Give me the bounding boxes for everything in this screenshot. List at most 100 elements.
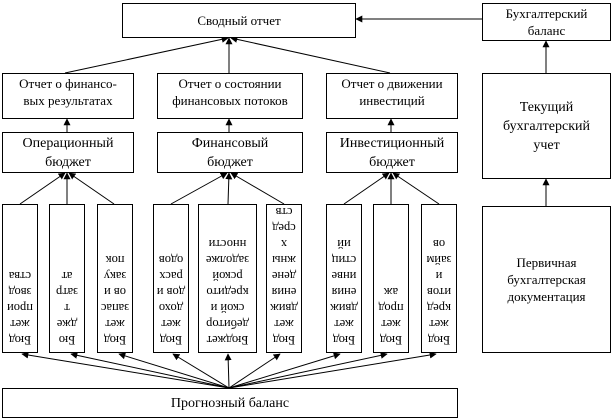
sub-budget-line: дохо (158, 301, 184, 315)
sub-budget-line: кредито (206, 285, 249, 299)
sub-budget-line: Бюд (103, 333, 127, 347)
sub-budget-line: инве (331, 269, 357, 283)
sub-budget-line: Бюд (272, 333, 296, 347)
sub-budget-line: жет (381, 317, 401, 331)
forecast-balance-label: Прогнозный баланс (170, 395, 290, 411)
cost-budget-box: Бю дже т затр ат (49, 204, 85, 353)
sub-budget-line: задолже (205, 253, 250, 267)
sub-budget-line: расх (159, 269, 183, 283)
arrow-sub7-to-invbudget (343, 172, 390, 205)
report-cash-flows-box: Отчет о состоянии финансовых потоков (157, 73, 303, 119)
sub-budget-line: и (435, 269, 443, 283)
sub-budget-line: прои (7, 301, 33, 315)
report-line: Отчет о движении (341, 76, 443, 91)
accounting-balance-line: Бухгалтерский (505, 6, 588, 21)
sub-budget-line: Бюджет (206, 333, 249, 347)
arrow-forecast-to-sub2 (70, 351, 230, 389)
sub-budget-line: сред (272, 221, 296, 235)
sub-budget-line: запас (100, 301, 130, 315)
arrow-forecast-to-sub8 (228, 351, 388, 389)
arrow-forecast-to-sub9 (228, 351, 437, 389)
sub-budget-line: Бюд (159, 333, 183, 347)
current-accounting-line: учет (533, 137, 560, 153)
sub-budget-line: нности (208, 237, 247, 251)
sub-budget-line: Бюд (332, 333, 356, 347)
sub-budget-line: стиц (331, 253, 357, 267)
sub-budget-line: дже (56, 317, 78, 331)
current-accounting-line: Текущий (519, 99, 574, 115)
sub-budget-line: дебитор (206, 317, 249, 331)
arrow-sub9-to-invbudget (392, 172, 440, 205)
summary-report-label: Сводный отчет (197, 13, 281, 28)
production-budget-box: Бюд жет прои звод ства (2, 204, 38, 353)
sub-budget-line: жны (272, 253, 296, 267)
report-line: Отчет о финансо- (19, 76, 117, 91)
sub-budget-line: затр (55, 285, 79, 299)
sub-budget-line: ий (337, 237, 351, 251)
rotated-text: Бю дже т затр ат (50, 205, 84, 352)
forecast-balance-box: Прогнозный баланс (2, 388, 458, 418)
sub-budget-line: пок (105, 253, 125, 267)
sub-budget-line: заку (103, 269, 127, 283)
sub-budget-line: ства (8, 269, 32, 283)
report-line: вых результатах (23, 93, 113, 108)
budget-line: Операционный (22, 135, 114, 151)
current-accounting-line: бухгалтерский (503, 118, 590, 134)
sub-budget-line: т (64, 301, 70, 315)
sub-budget-line: ов (432, 237, 446, 251)
arrow-forecast-to-sub6 (228, 353, 281, 389)
sub-budget-line: жет (161, 317, 181, 331)
investment-budget-box: Инвестиционный бюджет (326, 132, 458, 173)
arrow-forecast-to-sub5 (224, 353, 232, 389)
financial-budget-box: Финансовый бюджет (157, 132, 303, 173)
sub-budget-line: ения (331, 285, 357, 299)
sub-budget-line: рской (212, 269, 243, 283)
arrow-sub1-to-opbudget (19, 172, 66, 205)
sub-budget-line: Бю (58, 333, 76, 347)
primary-documentation-line: Первичная (516, 255, 577, 270)
accounting-balance-box: Бухгалтерский баланс (482, 3, 611, 41)
sub-budget-line: Бюд (8, 333, 32, 347)
sub-budget-line: движ (270, 301, 298, 315)
sub-budget-line: дене (271, 269, 297, 283)
arrow-forecast-to-sub7 (228, 352, 341, 389)
sub-budget-line: итов (426, 285, 452, 299)
sub-budget-line: займ (426, 253, 452, 267)
arrow-sub3-to-opbudget (68, 172, 115, 205)
sub-budget-line: жет (274, 317, 294, 331)
report-line: Отчет о состоянии (178, 76, 282, 91)
sub-budget-line: звод (8, 285, 32, 299)
sub-budget-line: Бюд (427, 333, 451, 347)
sub-budget-line: жет (105, 317, 125, 331)
sub-budget-line: ения (271, 285, 297, 299)
budget-line: бюджет (207, 154, 253, 170)
current-accounting-box: Текущий бухгалтерский учет (482, 73, 611, 179)
sub-budget-line: жет (10, 317, 30, 331)
report-financial-results-box: Отчет о финансо- вых результатах (2, 73, 134, 119)
primary-documentation-line: документация (507, 289, 586, 304)
arrow-forecast-to-sub4 (172, 353, 230, 389)
sub-budget-line: жет (334, 317, 354, 331)
report-line: инвестиций (359, 93, 425, 108)
rotated-text: Бюд жет прои звод ства (3, 205, 37, 352)
arrow-sub4-to-finbudget (170, 172, 228, 205)
sub-budget-line: аж (383, 285, 399, 299)
primary-documentation-line: бухгалтерская (507, 272, 586, 287)
sub-budget-line: ат (61, 269, 73, 283)
accounting-balance-line: баланс (527, 23, 566, 38)
budget-line: бюджет (369, 154, 415, 170)
operational-budget-box: Операционный бюджет (2, 132, 134, 173)
